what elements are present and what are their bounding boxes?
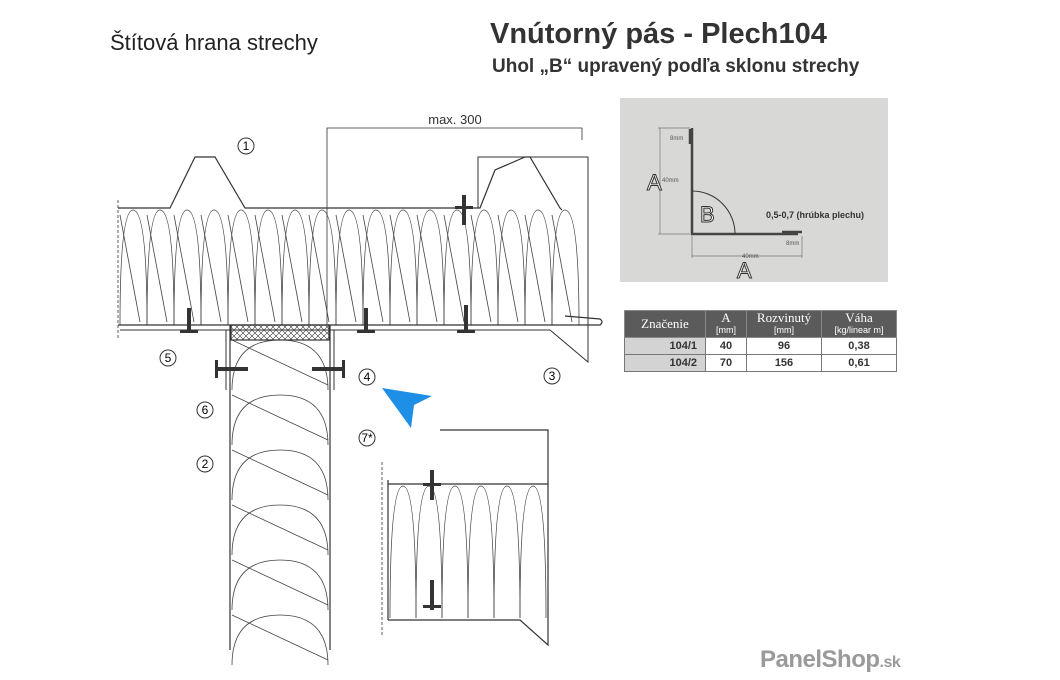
blue-pointer-icon xyxy=(382,388,432,428)
insulation-loop xyxy=(335,209,364,326)
insulation-loop xyxy=(493,485,521,619)
insulation-loop xyxy=(416,209,445,326)
insulation-loop xyxy=(519,485,547,619)
insulation-loop xyxy=(146,209,175,326)
insulation-loop xyxy=(231,394,329,446)
callout-circle-2 xyxy=(196,455,214,473)
callout-circle-7 xyxy=(358,429,376,447)
callout-number: 3 xyxy=(549,369,556,383)
insulation-loop xyxy=(524,209,553,326)
callout-circle-6 xyxy=(196,401,214,419)
label-a-vertical: A xyxy=(647,170,662,195)
insulation-loop xyxy=(200,214,222,323)
callout-circle-5 xyxy=(159,349,177,367)
left-title: Štítová hrana strechy xyxy=(110,30,318,55)
header-developed: Rozvinutý[mm] xyxy=(746,310,822,338)
insulation-loop xyxy=(231,504,329,551)
insulation-loop xyxy=(231,339,329,391)
callout-circle-3 xyxy=(543,367,561,385)
label-b: B xyxy=(700,202,715,227)
insulation-loop xyxy=(231,394,329,441)
spec-table: Značenie A[mm] Rozvinutý[mm] Váha[kg/lin… xyxy=(624,310,897,372)
insulation-loop xyxy=(231,559,329,606)
insulation-loop xyxy=(470,209,499,326)
screw-icons xyxy=(180,195,475,610)
header-code: Značenie xyxy=(624,310,706,338)
main-title: Vnútorný pás - Plech104 xyxy=(490,18,827,50)
insulation-loop xyxy=(231,614,329,666)
insulation-loop xyxy=(389,214,411,323)
insulation-loop xyxy=(443,214,465,323)
insulation-loop xyxy=(231,449,329,496)
insulation-loop xyxy=(227,214,249,323)
callout-number: 5 xyxy=(165,351,172,365)
insulation-loop xyxy=(231,339,329,386)
insulation-loop xyxy=(231,504,329,556)
insulation-loop xyxy=(231,449,329,501)
insulation-loop xyxy=(231,559,329,611)
roof-panel-outline xyxy=(117,127,603,650)
insulation-loop xyxy=(524,214,546,323)
insulation-loop xyxy=(200,209,229,326)
callout-number: 4 xyxy=(364,370,371,384)
insulation-loop xyxy=(119,214,141,323)
insulation-loop xyxy=(470,214,492,323)
dimension-label: max. 300 xyxy=(428,112,481,127)
insulation-loop xyxy=(254,209,283,326)
label-a-horizontal: A xyxy=(737,258,752,282)
insulation-loop xyxy=(467,485,495,619)
insulation-loop xyxy=(389,209,418,326)
insulation-loop xyxy=(308,209,337,326)
insulation-loop xyxy=(415,485,443,619)
insulation-loop xyxy=(227,209,256,326)
insulation-loop xyxy=(497,214,519,323)
insulation-loop xyxy=(416,214,438,323)
brand-logo: PanelShop.sk xyxy=(760,646,901,673)
insulation-loop xyxy=(173,214,195,323)
insulation-pattern xyxy=(119,209,580,666)
insulation-loop xyxy=(281,214,303,323)
callout-number: 6 xyxy=(202,403,209,417)
insulation-loop xyxy=(551,214,573,323)
insulation-loop xyxy=(254,214,276,323)
insulation-loop xyxy=(497,209,526,326)
svg-text:40mm: 40mm xyxy=(742,254,759,260)
svg-text:8mm: 8mm xyxy=(786,241,799,247)
insulation-loop xyxy=(362,214,384,323)
insulation-loop xyxy=(173,209,202,326)
insulation-loop xyxy=(389,485,417,619)
callout-number: 1 xyxy=(243,139,250,153)
insulation-loop xyxy=(281,209,310,326)
insulation-loop xyxy=(231,614,329,661)
insulation-loop xyxy=(362,209,391,326)
insulation-loop xyxy=(119,209,148,326)
header-a: A[mm] xyxy=(705,310,747,338)
insulation-loop xyxy=(308,214,330,323)
sub-title: Uhol „B“ upravený podľa sklonu strechy xyxy=(492,56,860,77)
header-weight: Váha[kg/linear m] xyxy=(821,310,897,338)
callout-circle-4 xyxy=(358,368,376,386)
insulation-loop xyxy=(443,209,472,326)
callout-circle-1 xyxy=(237,137,255,155)
profile-diagram: A A B 40mm 40mm 8mm 8mm 0,5-0,7 (hrúbka … xyxy=(620,98,888,284)
insulation-loop xyxy=(441,485,469,619)
insulation-loop xyxy=(551,209,580,326)
callout-number: 7* xyxy=(361,431,373,445)
svg-text:8mm: 8mm xyxy=(670,136,683,142)
insulation-loop xyxy=(146,214,168,323)
thickness-note: 0,5-0,7 (hrúbka plechu) xyxy=(766,210,864,220)
callout-number: 2 xyxy=(202,457,209,471)
insulation-loop xyxy=(335,214,357,323)
svg-text:40mm: 40mm xyxy=(662,178,679,184)
